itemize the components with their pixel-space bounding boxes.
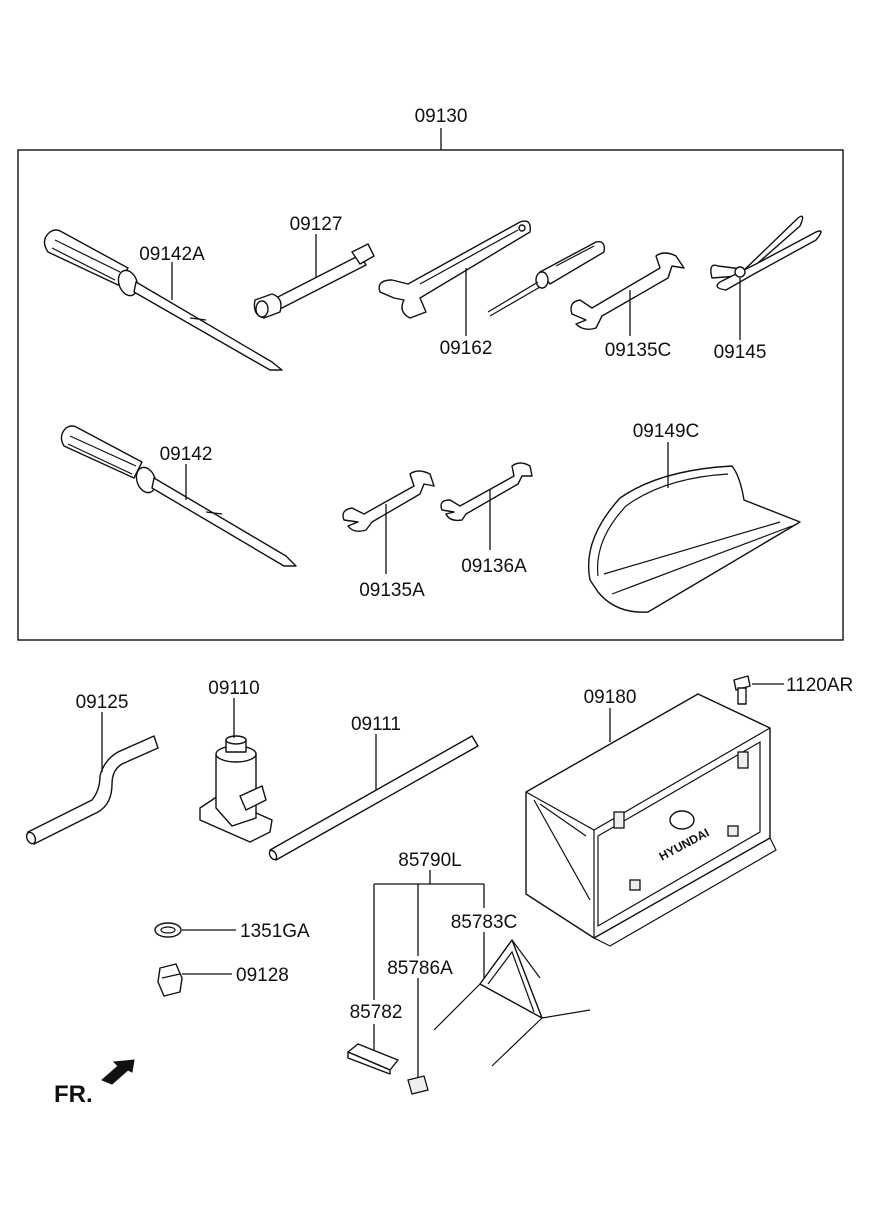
label-1120ar: 1120AR [786, 675, 853, 696]
jack [199, 735, 273, 843]
label-85786a: 85786A [387, 958, 453, 979]
label-09110: 09110 [208, 678, 259, 699]
label-85783c: 85783C [451, 912, 518, 933]
front-label: FR. [54, 1081, 93, 1108]
label-09142a: 09142A [139, 244, 205, 265]
screwdriver-large [43, 229, 283, 371]
label-09111: 09111 [351, 714, 401, 735]
label-85782: 85782 [350, 1002, 403, 1023]
kit-label: 09130 [415, 106, 468, 127]
spanner-b [440, 462, 533, 522]
kit-frame [17, 149, 844, 641]
label-09127: 09127 [290, 214, 343, 235]
label-85790l: 85790L [398, 850, 461, 871]
spanner-a [342, 470, 435, 533]
label-09135a: 09135A [359, 580, 425, 601]
bent-rod [25, 735, 159, 845]
warning-triangle [433, 939, 591, 1067]
pliers [710, 215, 822, 291]
jack-handle [268, 735, 479, 861]
label-09162: 09162 [440, 338, 493, 359]
screwdriver-small [60, 425, 297, 567]
bolt [733, 675, 751, 705]
tool-bag [587, 465, 801, 613]
adjustable-wrench [378, 220, 531, 319]
washer [154, 922, 182, 938]
front-arrow-icon [101, 1059, 135, 1085]
small-screwdriver [487, 241, 606, 317]
label-09180: 09180 [584, 687, 637, 708]
socket-wrench [253, 243, 375, 319]
label-09136a: 09136A [461, 556, 527, 577]
label-1351ga: 1351GA [240, 921, 310, 942]
label-09125: 09125 [76, 692, 129, 713]
label-09128: 09128 [236, 965, 289, 986]
label-09135c: 09135C [605, 340, 672, 361]
label-09149c: 09149C [633, 421, 700, 442]
label-09142: 09142 [160, 444, 213, 465]
reflector-box [347, 1043, 399, 1075]
clamp [157, 963, 183, 997]
spanner-c [570, 252, 685, 331]
tool-box: HYUNDAI [525, 693, 777, 947]
label-09145: 09145 [714, 342, 767, 363]
clip-part [407, 1075, 429, 1095]
